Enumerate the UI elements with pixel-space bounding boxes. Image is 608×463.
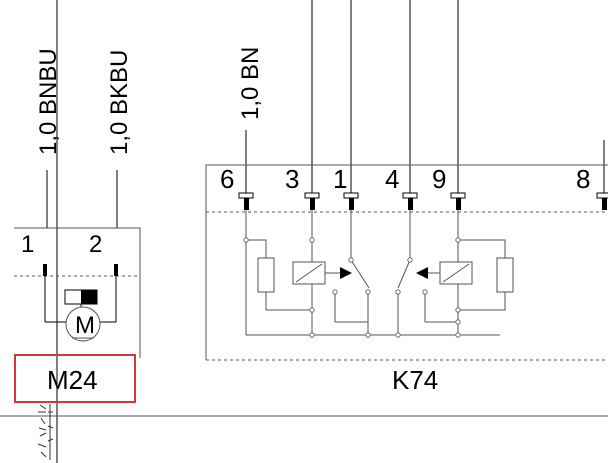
resistor-left-icon (257, 257, 275, 293)
vertical-annotation (37, 404, 54, 460)
k74-component: 6 3 1 4 9 8 (205, 164, 608, 395)
k74-terminals (238, 192, 608, 210)
m24-feed-wires (46, 0, 118, 463)
m24-pin-1: 1 (21, 231, 34, 258)
m24-terminal-2 (114, 264, 118, 276)
k74-pin-6: 6 (220, 164, 234, 194)
k74-name: K74 (392, 365, 438, 395)
m24-pin-2: 2 (89, 231, 102, 258)
k74-internal-circuit (243, 210, 514, 338)
motor-icon (65, 306, 101, 342)
motor-symbol-label: M (75, 312, 95, 339)
k74-pin-9: 9 (432, 164, 446, 194)
actuator-arrow-left-icon (340, 267, 352, 279)
resistor-right-icon (496, 257, 514, 293)
m24-component: 1 2 M M24 (14, 227, 141, 395)
wire-label-bkbu: 1,0 BKBU (106, 50, 133, 155)
m24-highlight-box (14, 354, 136, 403)
m24-terminal-1 (43, 264, 47, 276)
wire-label-bn: 1,0 BN (237, 47, 264, 120)
m24-name: M24 (47, 365, 98, 395)
wire-label-bnbu: 1,0 BNBU (35, 48, 62, 155)
actuator-arrow-right-icon (416, 267, 428, 279)
k74-feed-wires (245, 0, 605, 193)
k74-pin-1: 1 (333, 164, 347, 194)
k74-pin-8: 8 (576, 164, 590, 194)
k74-pin-4: 4 (385, 164, 399, 194)
k74-pin-3: 3 (285, 164, 299, 194)
